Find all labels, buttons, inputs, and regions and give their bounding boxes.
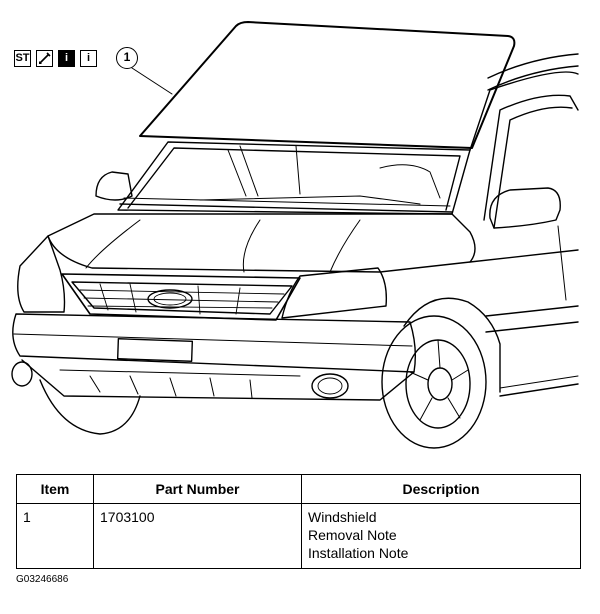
info-icon: i [80, 50, 97, 67]
cell-item: 1 [16, 503, 94, 569]
description-line: Installation Note [308, 545, 409, 561]
description-line: Windshield [308, 509, 377, 525]
windshield-part [139, 21, 516, 149]
table-row: 1 1703100 Windshield Removal Note Instal… [16, 503, 581, 569]
description-line: Removal Note [308, 527, 397, 543]
parts-table: Item Part Number Description 1 1703100 W… [16, 474, 581, 569]
badge-oval [147, 289, 193, 309]
vehicle-illustration [11, 21, 579, 449]
cell-part-number: 1703100 [93, 503, 302, 569]
cell-description: Windshield Removal Note Installation Not… [301, 503, 581, 569]
header-description: Description [301, 474, 581, 504]
table-header-row: Item Part Number Description [16, 474, 581, 504]
special-tool-icon: ST [14, 50, 31, 67]
item-callout: 1 [116, 47, 138, 69]
info-inverted-icon: i [58, 50, 75, 67]
figure-id: G03246686 [16, 574, 69, 585]
header-part-number: Part Number [93, 474, 302, 504]
header-item: Item [16, 474, 94, 504]
callout-leader [131, 67, 173, 95]
torque-wrench-icon [36, 50, 53, 67]
